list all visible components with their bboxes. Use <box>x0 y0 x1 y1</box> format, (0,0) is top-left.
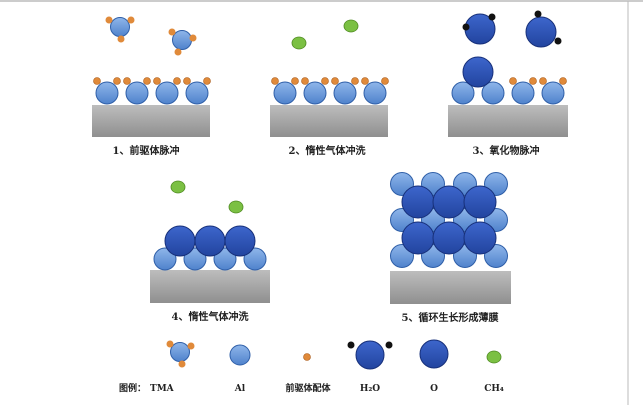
substrate <box>150 270 270 303</box>
step-2-caption: 2、惰性气体冲洗 <box>289 144 366 157</box>
methane-molecule-icon <box>291 36 307 50</box>
surface-al-layer <box>153 247 267 271</box>
substrate <box>390 271 511 304</box>
panel-cyclic-growth-film: 5、循环生长形成薄膜 <box>390 172 511 324</box>
tma-molecule-icon <box>166 340 195 368</box>
panel-precursor-pulse: 1、前驱体脉冲 <box>92 16 211 157</box>
methane-molecule-icon <box>170 180 186 194</box>
oxygen-layer <box>164 225 256 257</box>
substrate <box>448 105 568 137</box>
panel-oxide-pulse: 3、氧化物脉冲 <box>448 10 568 157</box>
water-molecule-icon <box>525 10 562 48</box>
methane-molecule-icon <box>343 19 359 33</box>
tma-molecule-icon <box>105 16 135 43</box>
legend-label-tma: TMA <box>150 384 175 394</box>
surface-al-layer <box>273 81 387 105</box>
water-molecule-icon <box>347 340 393 370</box>
surface-ligands <box>271 77 389 85</box>
legend: 图例： TMA Al 前驱体配体 H₂O O CH₄ <box>119 339 504 394</box>
oxygen-atom <box>432 221 466 255</box>
step-3-caption: 3、氧化物脉冲 <box>473 144 540 157</box>
surface-ligands <box>509 77 567 85</box>
surface-ligands <box>93 77 211 85</box>
oxygen-atom <box>463 185 497 219</box>
substrate <box>270 105 388 137</box>
oxygen-atom-icon <box>419 339 449 369</box>
step-1-caption: 1、前驱体脉冲 <box>113 144 180 157</box>
legend-label-al: Al <box>234 384 246 394</box>
surface-al-layer <box>95 81 209 105</box>
legend-label-o: O <box>430 384 438 394</box>
legend-label-ligand: 前驱体配体 <box>285 382 331 394</box>
oxygen-atom <box>463 221 497 255</box>
oxygen-atom <box>401 185 435 219</box>
legend-label-ch4: CH₄ <box>484 384 504 394</box>
oxygen-atom <box>432 185 466 219</box>
oxygen-atom <box>401 221 435 255</box>
al-atom-icon <box>229 344 251 366</box>
surface-al-layer <box>451 81 565 105</box>
tma-molecule-icon <box>168 28 197 56</box>
substrate <box>92 105 210 137</box>
panel-inert-gas-purge-1: 2、惰性气体冲洗 <box>270 19 389 157</box>
precursor-ligand-icon <box>303 353 311 361</box>
methane-molecule-icon <box>486 350 502 364</box>
legend-label-h2o: H₂O <box>360 384 380 394</box>
water-molecule-icon <box>462 13 496 45</box>
panel-inert-gas-purge-2: 4、惰性气体冲洗 <box>150 180 270 323</box>
methane-molecule-icon <box>228 200 244 214</box>
oxygen-atom-icon <box>462 56 494 88</box>
legend-prefix: 图例： <box>119 382 146 394</box>
film-stack <box>390 172 508 268</box>
step-5-caption: 5、循环生长形成薄膜 <box>402 311 499 324</box>
step-4-caption: 4、惰性气体冲洗 <box>172 310 249 323</box>
